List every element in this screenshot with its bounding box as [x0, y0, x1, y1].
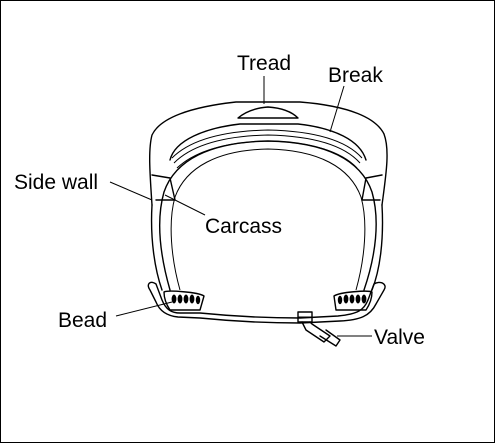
break-leader	[329, 85, 345, 133]
tire-outer-profile	[148, 101, 388, 206]
label-valve: Valve	[374, 326, 425, 349]
carcass-leader	[164, 194, 206, 216]
right-sidewall	[371, 204, 384, 291]
label-tread: Tread	[237, 52, 291, 75]
right-shoulder	[361, 174, 383, 201]
bead-leader	[115, 301, 173, 317]
side-wall-leader	[109, 181, 153, 201]
valve	[297, 311, 341, 347]
carcass-inner	[170, 148, 366, 291]
right-bead	[333, 290, 373, 311]
left-sidewall	[150, 204, 163, 291]
carcass-outer	[159, 140, 377, 291]
label-side-wall: Side wall	[14, 171, 98, 194]
label-break: Break	[328, 64, 383, 87]
label-carcass: Carcass	[205, 215, 282, 238]
rim	[147, 281, 386, 324]
left-shoulder	[151, 174, 176, 201]
left-bead	[163, 290, 205, 311]
tread-inner-outline	[169, 123, 367, 161]
tread-crown	[237, 106, 299, 119]
label-bead: Bead	[58, 309, 107, 332]
